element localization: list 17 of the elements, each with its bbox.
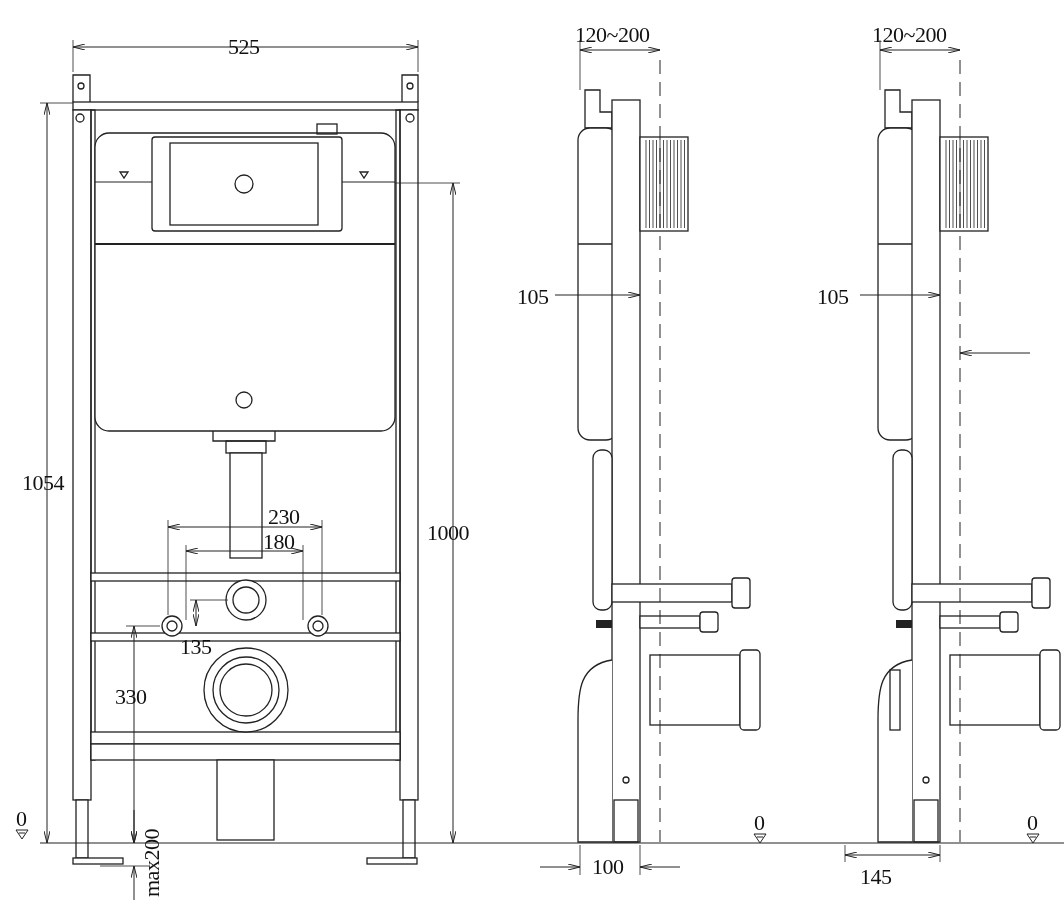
dimension-label: 135 [180,636,212,658]
level-label: 0 [754,812,765,834]
dimension-label: max200 [141,829,163,897]
level-label: 0 [16,808,27,830]
dimension-label: 230 [268,506,300,528]
level-label: 0 [1027,812,1038,834]
dimension-label: 180 [263,531,295,553]
dimension-label: 105 [817,286,849,308]
dimension-label: 120~200 [575,24,650,46]
dimension-label: 1000 [427,522,469,544]
dimension-label: 330 [115,686,147,708]
dimension-label: 120~200 [872,24,947,46]
dimension-label: 525 [228,36,260,58]
dimension-label: 145 [860,866,892,888]
dimension-label: 105 [517,286,549,308]
dimension-label: 100 [592,856,624,878]
dimension-label: 1054 [22,472,64,494]
